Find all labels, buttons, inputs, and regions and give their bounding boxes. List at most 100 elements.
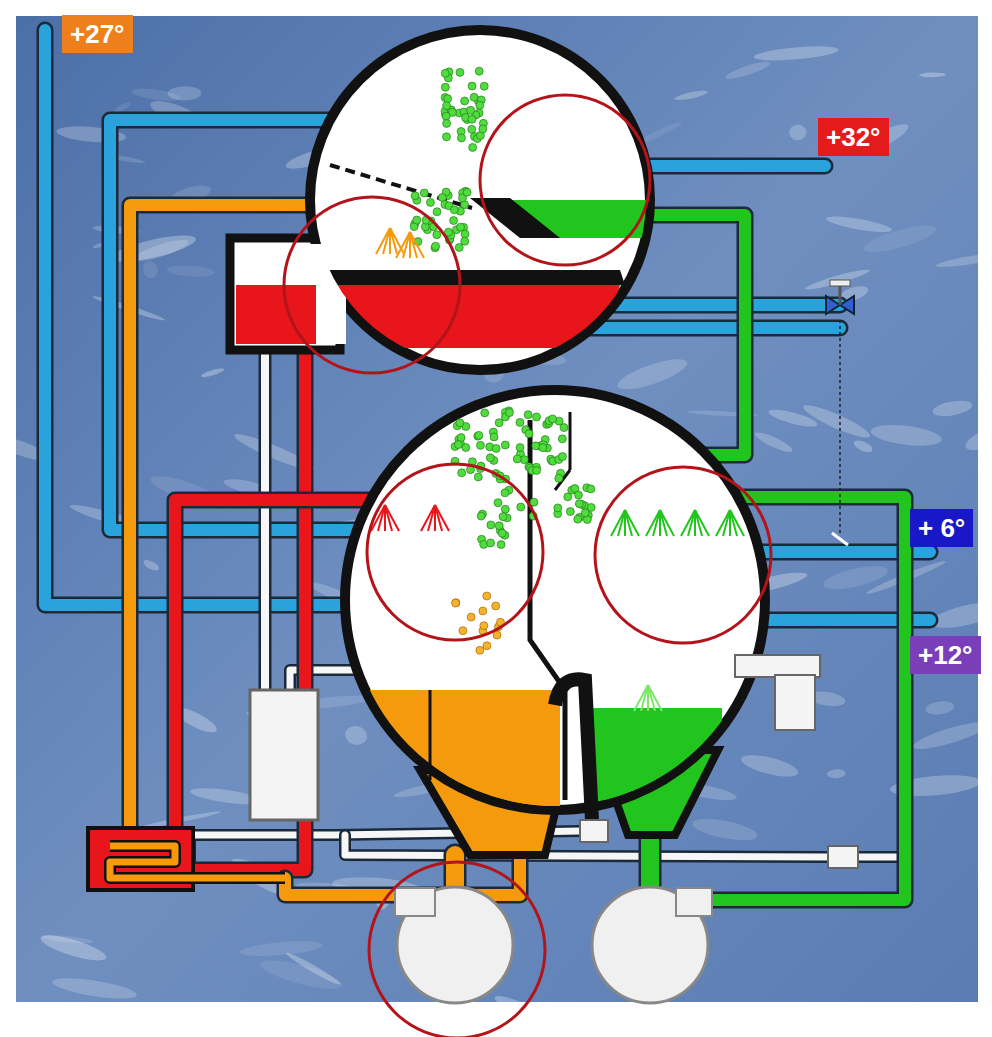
foam-streak (141, 259, 160, 280)
droplet (456, 68, 464, 76)
droplet (468, 125, 476, 133)
droplet (452, 599, 460, 607)
valve-stem (839, 285, 842, 305)
pump-motor (676, 888, 712, 916)
foam-streak (821, 561, 890, 593)
highlight-ring (367, 464, 543, 640)
valve-box (580, 820, 608, 842)
foam-streak (724, 59, 771, 82)
foam-streak (200, 367, 225, 379)
foam-streak (464, 1010, 539, 1037)
generator-rim (300, 270, 625, 285)
spray (385, 505, 399, 531)
foam-streak (753, 429, 794, 455)
foam-streak (911, 717, 992, 755)
hx-coil (110, 846, 285, 878)
red-solution (315, 285, 620, 348)
control-line (839, 320, 841, 535)
foam-streak (825, 213, 893, 235)
highlight-ring (284, 197, 460, 373)
droplet (477, 512, 485, 520)
droplet (442, 112, 450, 120)
droplet (532, 413, 540, 421)
droplet (539, 444, 547, 452)
droplet (494, 499, 502, 507)
droplet (575, 500, 583, 508)
refrigerant-pool (592, 708, 722, 828)
spray (641, 685, 648, 711)
droplet (481, 409, 489, 417)
droplet (492, 602, 500, 610)
droplet (468, 115, 476, 123)
droplet (533, 466, 541, 474)
foam-streak (919, 72, 946, 77)
green-funnel (598, 750, 718, 835)
temperature-label: +32° (826, 122, 881, 152)
divider (530, 420, 565, 800)
spray (730, 510, 744, 536)
droplet (461, 97, 469, 105)
droplet (432, 242, 440, 250)
foam-streak (861, 220, 938, 257)
foam-streak (739, 751, 800, 781)
highlight-rings (284, 95, 771, 1037)
droplet (516, 418, 524, 426)
droplet (476, 101, 484, 109)
temperature-label: + 6° (918, 513, 965, 543)
droplet (433, 231, 441, 239)
droplet (513, 455, 521, 463)
generator-inner (236, 244, 346, 344)
droplet (549, 415, 557, 423)
droplet (480, 622, 488, 630)
droplet (581, 509, 589, 517)
droplet (483, 592, 491, 600)
droplet (457, 223, 465, 231)
droplet (470, 93, 478, 101)
droplet (475, 431, 483, 439)
droplet (501, 441, 509, 449)
droplet (495, 419, 503, 427)
foam-streak (258, 955, 345, 995)
droplet (564, 493, 572, 501)
red-solution-box (236, 285, 316, 344)
foam-streak (614, 353, 690, 395)
spray (376, 228, 390, 254)
droplet (444, 95, 452, 103)
droplet (441, 83, 449, 91)
droplet (476, 646, 484, 654)
droplet (480, 82, 488, 90)
droplet (501, 505, 509, 513)
temperature-tag: +27° (62, 15, 133, 53)
foam-streak (0, 918, 6, 927)
droplet (463, 188, 471, 196)
foam-streak (691, 815, 760, 845)
foam-streak (827, 768, 847, 779)
spray (723, 510, 730, 536)
upper-vessel (230, 30, 655, 370)
spray (688, 510, 695, 536)
droplet (532, 442, 540, 450)
foam-streak (674, 89, 708, 102)
hx-coil-outline (110, 846, 285, 878)
droplet (490, 433, 498, 441)
highlight-ring (369, 862, 545, 1037)
foam-streak (767, 406, 819, 430)
droplet (455, 243, 463, 251)
spray (681, 510, 695, 536)
temperature-tag: + 6° (910, 509, 973, 547)
droplet (487, 539, 495, 547)
droplet (525, 430, 533, 438)
droplet (516, 443, 524, 451)
baffle (569, 412, 572, 470)
droplet (574, 515, 582, 523)
foam-streak (852, 438, 874, 454)
droplet (411, 192, 419, 200)
foam-streak (649, 0, 676, 11)
foam-streak (869, 421, 942, 449)
droplet (442, 133, 450, 141)
droplet (499, 513, 507, 521)
droplet (450, 217, 458, 225)
spray (646, 510, 660, 536)
droplet (443, 102, 451, 110)
